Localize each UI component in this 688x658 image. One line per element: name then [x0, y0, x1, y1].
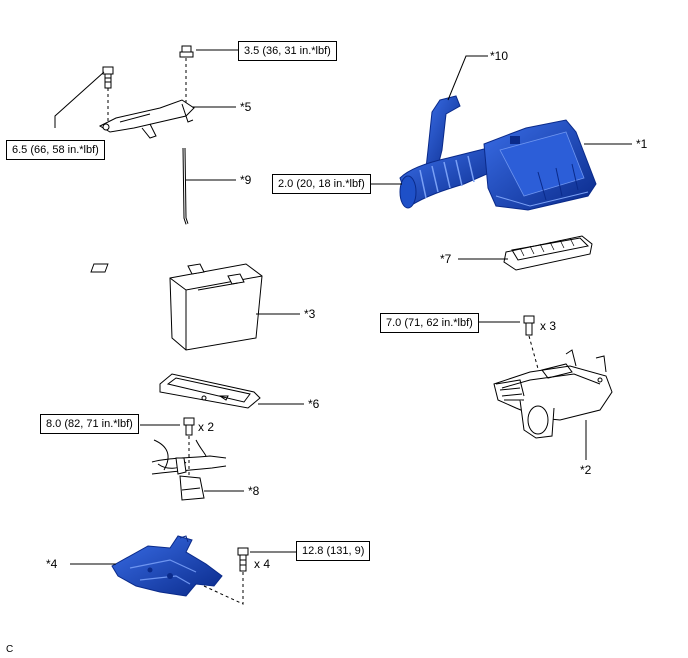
callout-4: *4 — [46, 557, 58, 571]
air-cleaner-hose — [399, 147, 497, 209]
leader-line — [54, 71, 105, 128]
callout-8: *8 — [248, 484, 260, 498]
callout-7: *7 — [440, 252, 452, 266]
battery-clamp-rod — [182, 147, 189, 225]
air-filter-element — [503, 235, 593, 271]
air-cleaner-case-bolt — [523, 315, 535, 336]
quantity-case-bolts: x 3 — [540, 319, 557, 333]
callout-1: *1 — [636, 137, 648, 151]
figure-code: C — [6, 644, 14, 655]
carrier-bolt — [183, 417, 195, 436]
engine-under-cover — [111, 535, 223, 597]
battery-tray — [159, 373, 261, 409]
battery — [90, 263, 263, 351]
torque-spec-hose-clamp: 2.0 (20, 18 in.*lbf) — [272, 174, 371, 194]
air-cleaner-inlet — [425, 95, 461, 169]
callout-9: *9 — [240, 173, 252, 187]
callout-5: *5 — [240, 100, 252, 114]
torque-spec-carrier-bolt: 8.0 (82, 71 in.*lbf) — [40, 414, 139, 434]
callout-10: *10 — [490, 49, 509, 63]
torque-spec-case-bolt: 7.0 (71, 62 in.*lbf) — [380, 313, 479, 333]
callout-6: *6 — [308, 397, 320, 411]
torque-spec-clamp-bolt: 6.5 (66, 58 in.*lbf) — [6, 140, 105, 160]
quantity-carrier-bolts: x 2 — [198, 420, 215, 434]
quantity-under-cover-bolts: x 4 — [254, 557, 271, 571]
under-cover-bolt — [237, 547, 249, 572]
battery-clamp — [98, 99, 195, 139]
leader-line — [447, 55, 488, 101]
air-cleaner-case — [493, 349, 613, 439]
battery-carrier-bracket — [151, 439, 227, 501]
battery-clamp-bolt — [102, 66, 114, 89]
assembly-dashed-line — [203, 572, 244, 605]
callout-2: *2 — [580, 463, 592, 477]
torque-spec-clamp-nut: 3.5 (36, 31 in.*lbf) — [238, 41, 337, 61]
assembly-dashed-line — [528, 335, 541, 377]
air-cleaner-cap — [483, 119, 597, 211]
battery-clamp-nut — [179, 45, 194, 58]
callout-3: *3 — [304, 307, 316, 321]
torque-spec-under-cover-bolt: 12.8 (131, 9) — [296, 541, 371, 561]
